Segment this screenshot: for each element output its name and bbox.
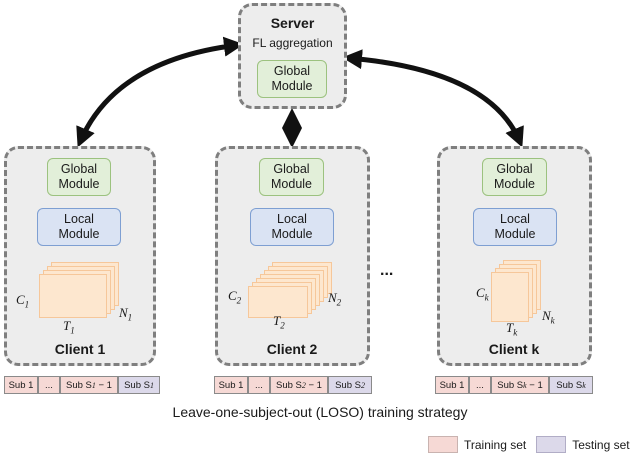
clientk-local-line2: Module (494, 227, 536, 241)
legend-training-label: Training set (464, 437, 527, 452)
strip1-dots: ... (38, 376, 60, 394)
client1-local-line1: Local (64, 212, 94, 226)
server-global-module-line2: Module (271, 79, 313, 93)
stripk-sub-first: Sub 1 (435, 376, 469, 394)
arrow-server-client1 (76, 36, 244, 148)
strip2-dots: ... (248, 376, 270, 394)
arrow-server-clientk (342, 49, 524, 148)
client1-t-label: T1 (63, 318, 75, 336)
clientk-global-line2: Module (494, 177, 535, 191)
client2-local-module: Local Module (250, 208, 334, 246)
loso-caption: Leave-one-subject-out (LOSO) training st… (172, 404, 468, 420)
client2-global-module: Global Module (259, 158, 324, 196)
client1-label: Client 1 (54, 341, 106, 357)
strip2-sub-first: Sub 1 (214, 376, 248, 394)
clientk-global-line1: Global (496, 162, 533, 176)
client1-global-line1: Global (60, 162, 98, 176)
client2-n-label: N2 (328, 290, 342, 308)
more-clients-ellipsis: ... (380, 262, 394, 279)
strip1-sub-first: Sub 1 (4, 376, 38, 394)
clientk-label: Client k (488, 341, 540, 357)
client2-c-label: C2 (228, 288, 242, 306)
clientk-global-module: Global Module (482, 158, 547, 196)
legend-training-swatch (428, 436, 458, 453)
client2-local-line2: Module (271, 227, 313, 241)
client1-c-label: C1 (16, 292, 30, 310)
server-global-module: Global Module (257, 60, 327, 98)
stripk-dots: ... (469, 376, 491, 394)
client1-global-line2: Module (58, 177, 100, 191)
client2-local-line1: Local (277, 212, 307, 226)
clientk-c-label: Ck (476, 285, 489, 303)
client1-local-line2: Module (58, 227, 100, 241)
client1-global-module: Global Module (47, 158, 111, 196)
server-global-module-line1: Global (273, 64, 311, 78)
server-title: Server (270, 15, 315, 31)
clientk-local-line1: Local (500, 212, 530, 226)
clientk-t-label: Tk (506, 320, 518, 338)
clientk-local-module: Local Module (473, 208, 557, 246)
client2-global-line2: Module (271, 177, 312, 191)
client2-global-line1: Global (273, 162, 310, 176)
client2-t-label: T2 (273, 313, 285, 331)
legend: Training set Testing set (428, 436, 630, 453)
clientk-n-label: Nk (542, 308, 555, 326)
client2-label: Client 2 (266, 341, 318, 357)
server-subtitle: FL aggregation (252, 36, 333, 50)
client1-local-module: Local Module (37, 208, 121, 246)
legend-testing-label: Testing set (572, 437, 630, 452)
legend-testing-swatch (536, 436, 567, 453)
client1-n-label: N1 (119, 305, 133, 323)
